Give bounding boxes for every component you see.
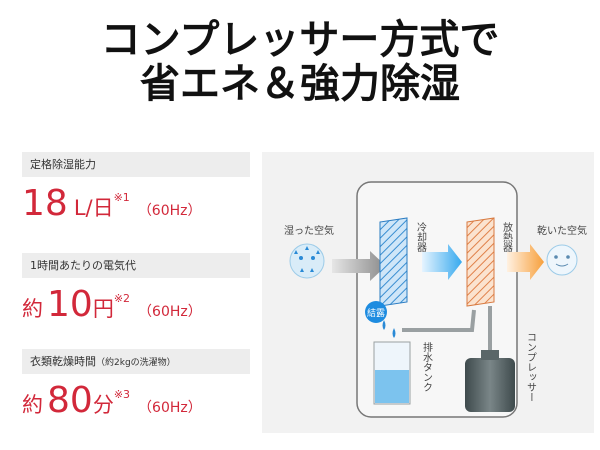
headline-line-1: コンプレッサー方式で	[100, 17, 500, 63]
spec-unit: 円	[92, 297, 114, 321]
water-drop-icon	[382, 320, 386, 330]
spec-label-text: 定格除湿能力	[30, 158, 96, 171]
compressor-cap	[481, 350, 499, 360]
spec-prefix: 約	[22, 393, 43, 417]
humid-air-label: 湿った空気	[284, 224, 334, 237]
diagram-svg: 湿った空気 冷却器 結露 放熱器 乾いた空気	[284, 181, 587, 418]
cooler-label: 冷却器	[415, 221, 427, 253]
spec-freq: （60Hz）	[138, 304, 202, 320]
spec-number: 18	[22, 183, 68, 224]
spec-label: 衣類乾燥時間（約2kgの洗濯物）	[22, 349, 250, 374]
spec-note: ※1	[113, 191, 130, 204]
spec-label-text: 1時間あたりの電気代	[30, 259, 136, 272]
spec-freq: （60Hz）	[138, 400, 202, 416]
condensation-badge	[365, 301, 387, 323]
spec-unit: 分	[92, 393, 114, 417]
spec-unit: L/日	[73, 196, 114, 220]
compressor-unit	[465, 358, 515, 412]
dry-air-icon	[546, 244, 578, 276]
inflow-arrow	[332, 251, 386, 281]
compressor-label: コンプレッサー	[525, 332, 537, 402]
spec-label-text: 衣類乾燥時間	[30, 355, 96, 368]
spec-number: 10	[47, 284, 93, 325]
dehumidifier-diagram: 湿った空気 冷却器 結露 放熱器 乾いた空気	[262, 152, 594, 433]
spec-label: 定格除湿能力	[22, 152, 250, 177]
spec-freq: （60Hz）	[137, 203, 202, 219]
dry-air-label: 乾いた空気	[537, 224, 587, 237]
heater-unit	[466, 217, 495, 307]
spec-note: ※3	[113, 388, 131, 401]
heater-label: 放熱器	[501, 221, 513, 253]
cooler-unit	[379, 217, 408, 307]
dry-air-arrow	[507, 244, 544, 280]
headline-line-2: 省エネ＆強力除湿	[140, 61, 460, 107]
refrigerant-pipe	[402, 309, 476, 332]
humid-air-icon	[289, 243, 325, 279]
condensation-label: 結露	[367, 307, 385, 319]
water-drop-icon	[392, 328, 396, 338]
drain-tank-water	[375, 370, 409, 403]
headline: コンプレッサー方式で 省エネ＆強力除湿	[0, 18, 600, 106]
spec-number: 80	[47, 380, 93, 421]
spec-note: ※2	[113, 292, 131, 305]
cool-air-arrow	[422, 244, 462, 280]
spec-prefix: 約	[22, 297, 43, 321]
spec-label-sub: （約2kgの洗濯物）	[96, 358, 176, 368]
spec-label: 1時間あたりの電気代	[22, 253, 250, 278]
drain-tank-label: 排水タンク	[421, 341, 433, 392]
